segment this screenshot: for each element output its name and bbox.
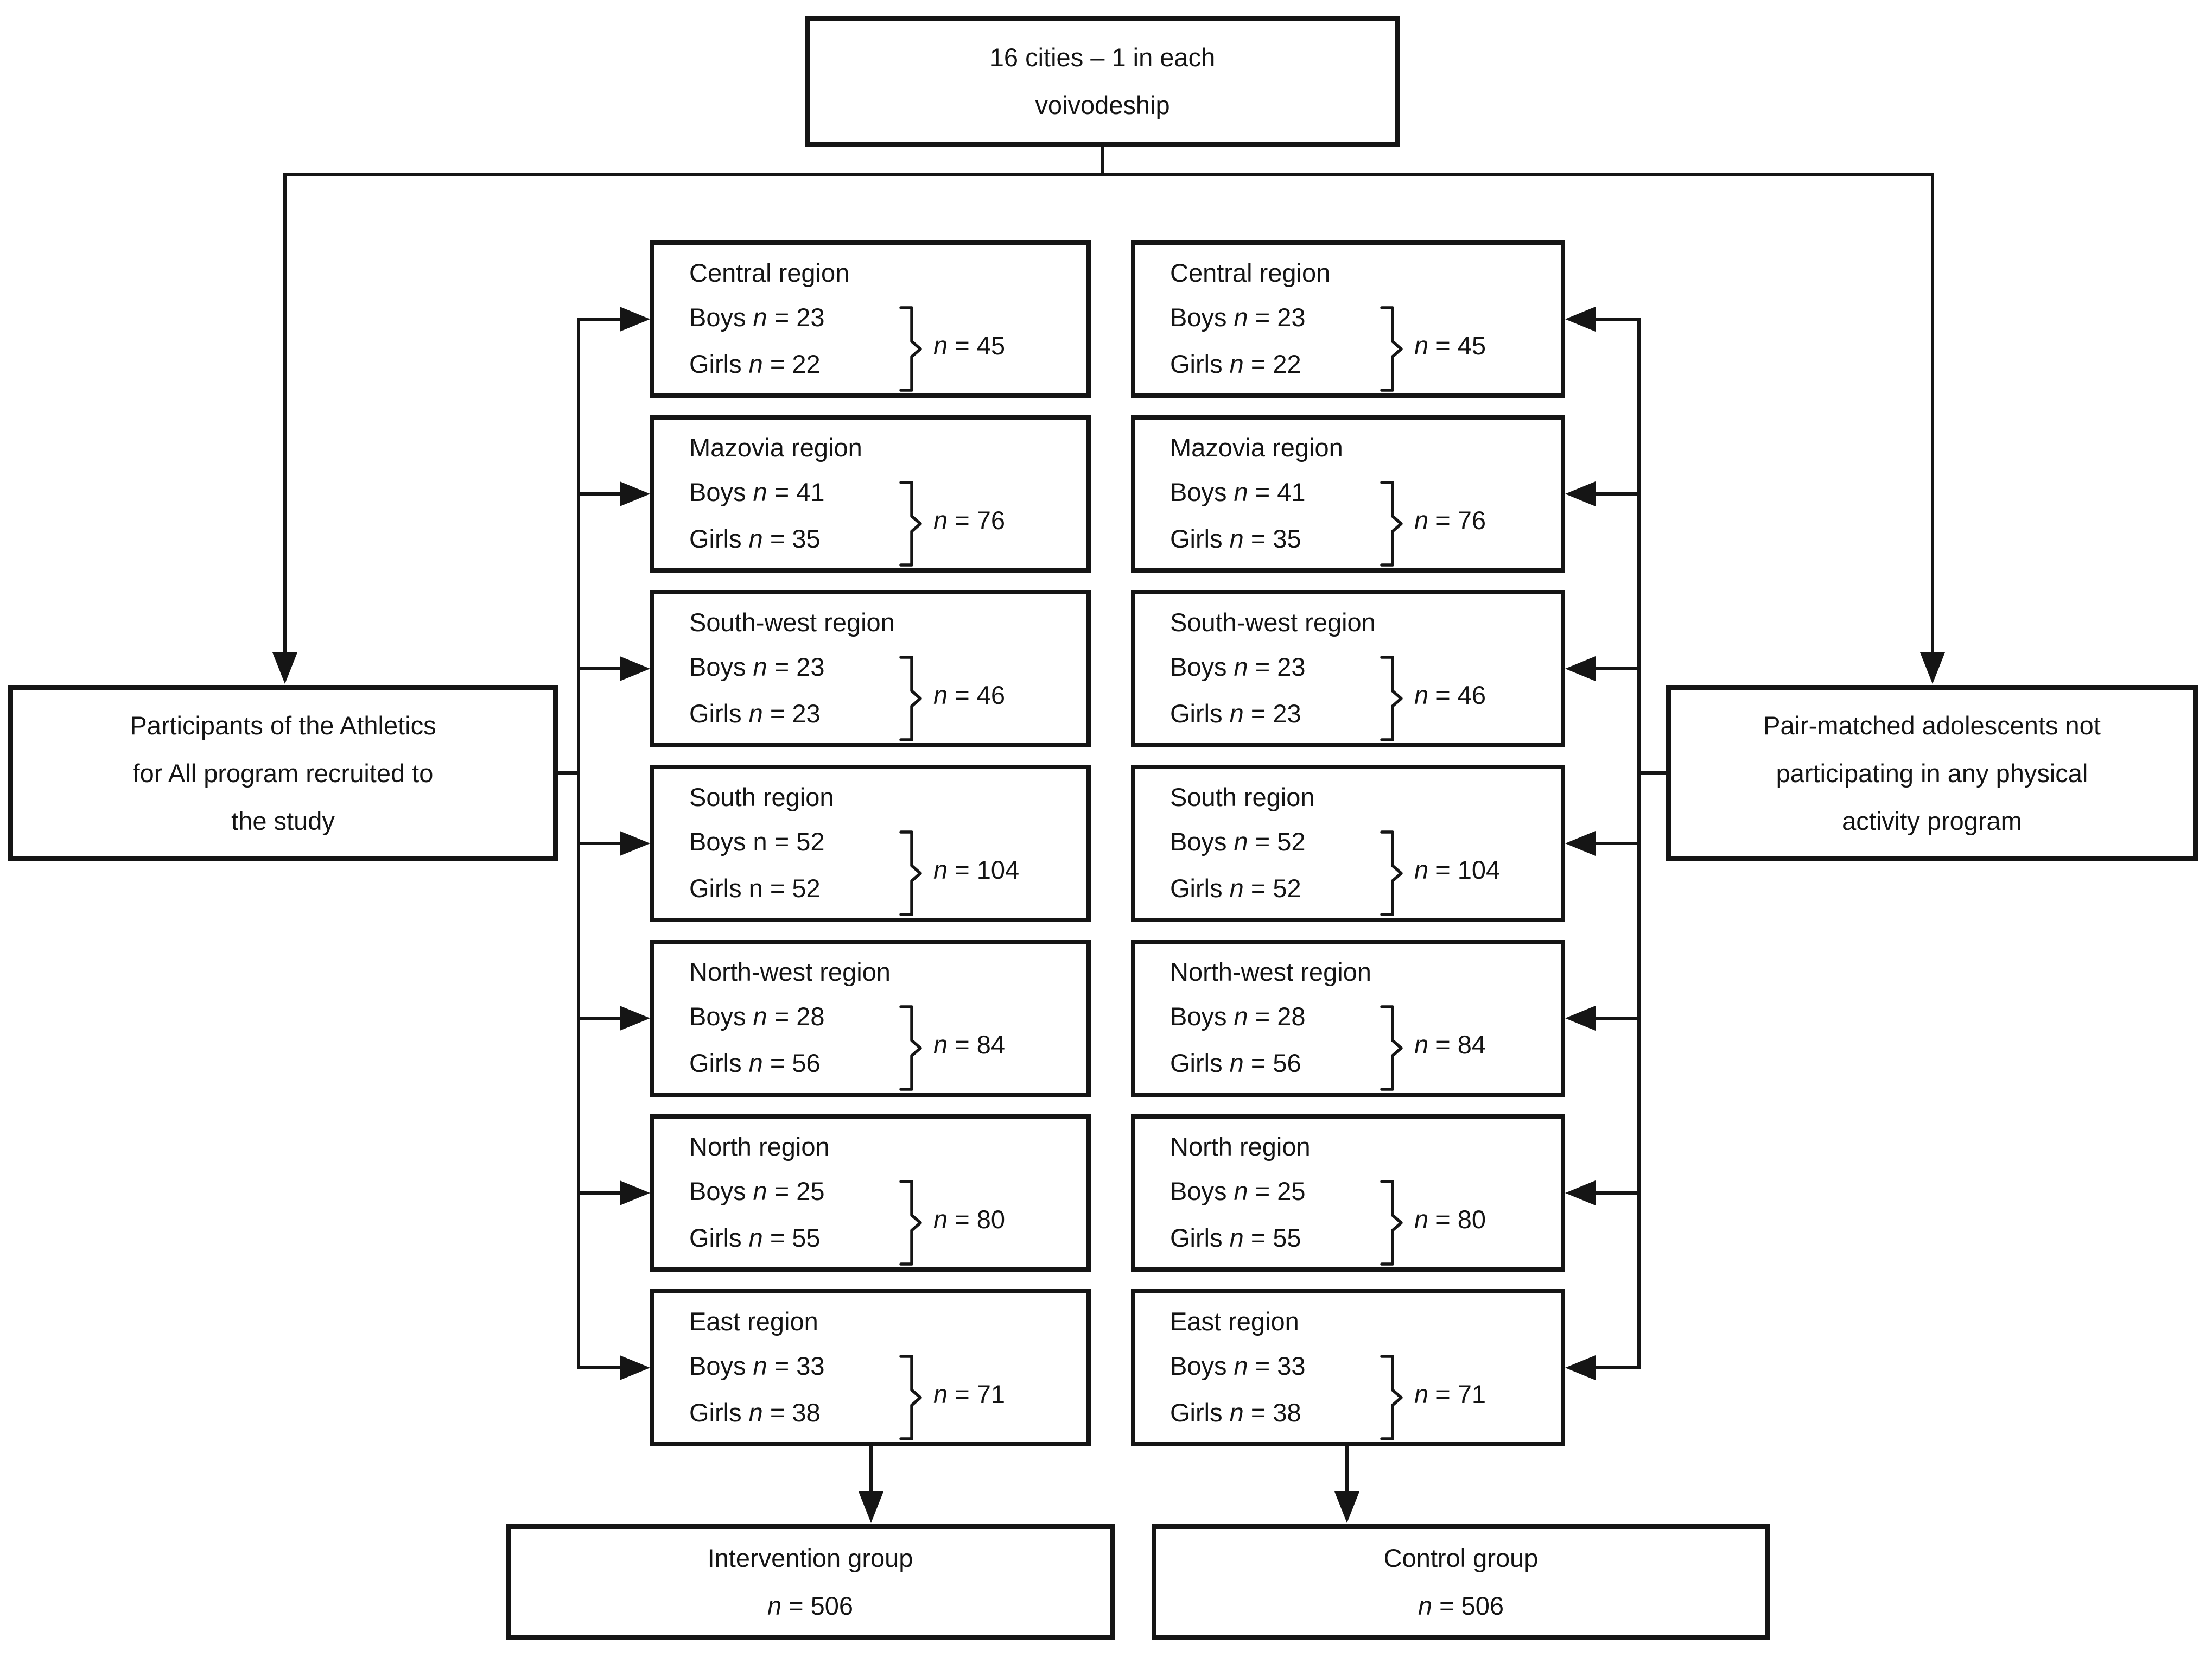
total-line: n = 84 [1414,1030,1486,1059]
int-region-box-central: Central region Boys n = 23 Girls n = 22 … [650,240,1091,398]
boys-line: Boys n = 52 [1170,827,1306,856]
boys-line: Boys n = 33 [1170,1351,1306,1380]
brace-icon [1380,830,1403,916]
boys-line: Boys n = 33 [689,1351,825,1380]
int-region-box-south: South region Boys n = 52 Girls n = 52 n … [650,765,1091,922]
brace-icon [899,1005,922,1091]
brace-icon [1380,1005,1403,1091]
region-title: Mazovia region [1170,433,1343,462]
boys-line: Boys n = 41 [1170,478,1306,506]
result-title: Control group [1383,1544,1539,1572]
brace-icon [899,481,922,567]
total-line: n = 76 [1414,506,1486,535]
boys-line: Boys n = 41 [689,478,825,506]
ctl-region-box-north-west: North-west region Boys n = 28 Girls n = … [1131,940,1565,1097]
brace-icon [1380,656,1403,741]
boys-line: Boys n = 52 [689,827,825,856]
result-n: n = 506 [767,1591,854,1620]
brace-icon [899,830,922,916]
int-region-box-north-west: North-west region Boys n = 28 Girls n = … [650,940,1091,1097]
brace-icon [899,656,922,741]
region-title: South region [1170,783,1315,811]
ctl-region-box-east: East region Boys n = 33 Girls n = 38 n =… [1131,1289,1565,1446]
girls-line: Girls n = 56 [1170,1049,1301,1077]
girls-line: Girls n = 23 [689,699,821,728]
total-line: n = 80 [1414,1205,1486,1234]
total-line: n = 46 [1414,681,1486,709]
total-line: n = 80 [933,1205,1005,1234]
boys-line: Boys n = 23 [689,652,825,681]
total-line: n = 46 [933,681,1005,709]
brace-icon [899,1355,922,1440]
region-title: South-west region [1170,608,1376,637]
control-group-box: Control group n = 506 [1152,1524,1770,1640]
boys-line: Boys n = 28 [1170,1002,1306,1031]
brace-icon [1380,1355,1403,1440]
girls-line: Girls n = 55 [1170,1223,1301,1252]
pair-matched-text: Pair-matched adolescents not participati… [1763,710,2101,835]
ctl-region-box-north: North region Boys n = 25 Girls n = 55 n … [1131,1114,1565,1272]
girls-line: Girls n = 55 [689,1223,821,1252]
city-count-text: 16 cities – 1 in each voivodeship [989,43,1216,119]
boys-line: Boys n = 23 [1170,652,1306,681]
result-title: Intervention group [707,1544,913,1572]
ctl-region-box-mazovia: Mazovia region Boys n = 41 Girls n = 35 … [1131,415,1565,573]
int-region-box-mazovia: Mazovia region Boys n = 41 Girls n = 35 … [650,415,1091,573]
total-line: n = 76 [933,506,1005,535]
total-line: n = 45 [933,331,1005,360]
participants-text: Participants of the Athletics for All pr… [130,710,436,835]
total-line: n = 45 [1414,331,1486,360]
brace-icon [1380,306,1403,392]
city-count-box: 16 cities – 1 in each voivodeship [805,16,1400,147]
boys-line: Boys n = 23 [1170,303,1306,332]
region-title: East region [1170,1307,1299,1336]
region-title: North region [689,1132,830,1161]
int-region-box-north: North region Boys n = 25 Girls n = 55 n … [650,1114,1091,1272]
boys-line: Boys n = 25 [1170,1177,1306,1205]
total-line: n = 71 [933,1380,1005,1408]
region-title: East region [689,1307,818,1336]
girls-line: Girls n = 38 [1170,1398,1301,1427]
brace-icon [1380,481,1403,567]
intervention-group-box: Intervention group n = 506 [506,1524,1115,1640]
region-title: Central region [1170,258,1331,287]
ctl-region-box-south: South region Boys n = 52 Girls n = 52 n … [1131,765,1565,922]
girls-line: Girls n = 38 [689,1398,821,1427]
result-n: n = 506 [1418,1591,1504,1620]
ctl-region-box-central: Central region Boys n = 23 Girls n = 22 … [1131,240,1565,398]
int-region-box-east: East region Boys n = 33 Girls n = 38 n =… [650,1289,1091,1446]
participants-box: Participants of the Athletics for All pr… [8,685,558,861]
girls-line: Girls n = 23 [1170,699,1301,728]
boys-line: Boys n = 23 [689,303,825,332]
brace-icon [899,306,922,392]
total-line: n = 104 [1414,855,1501,884]
brace-icon [1380,1180,1403,1266]
pair-matched-box: Pair-matched adolescents not participati… [1666,685,2198,861]
region-title: North-west region [1170,957,1371,986]
total-line: n = 84 [933,1030,1005,1059]
boys-line: Boys n = 28 [689,1002,825,1031]
region-title: North-west region [689,957,891,986]
region-title: North region [1170,1132,1311,1161]
girls-line: Girls n = 56 [689,1049,821,1077]
ctl-region-box-south-west: South-west region Boys n = 23 Girls n = … [1131,590,1565,747]
region-title: South region [689,783,834,811]
int-region-box-south-west: South-west region Boys n = 23 Girls n = … [650,590,1091,747]
girls-line: Girls n = 52 [689,874,821,903]
girls-line: Girls n = 22 [1170,350,1301,378]
girls-line: Girls n = 52 [1170,874,1301,903]
boys-line: Boys n = 25 [689,1177,825,1205]
total-line: n = 71 [1414,1380,1486,1408]
girls-line: Girls n = 35 [689,524,821,553]
girls-line: Girls n = 35 [1170,524,1301,553]
girls-line: Girls n = 22 [689,350,821,378]
region-title: Mazovia region [689,433,862,462]
brace-icon [899,1180,922,1266]
region-title: South-west region [689,608,895,637]
total-line: n = 104 [933,855,1020,884]
region-title: Central region [689,258,850,287]
